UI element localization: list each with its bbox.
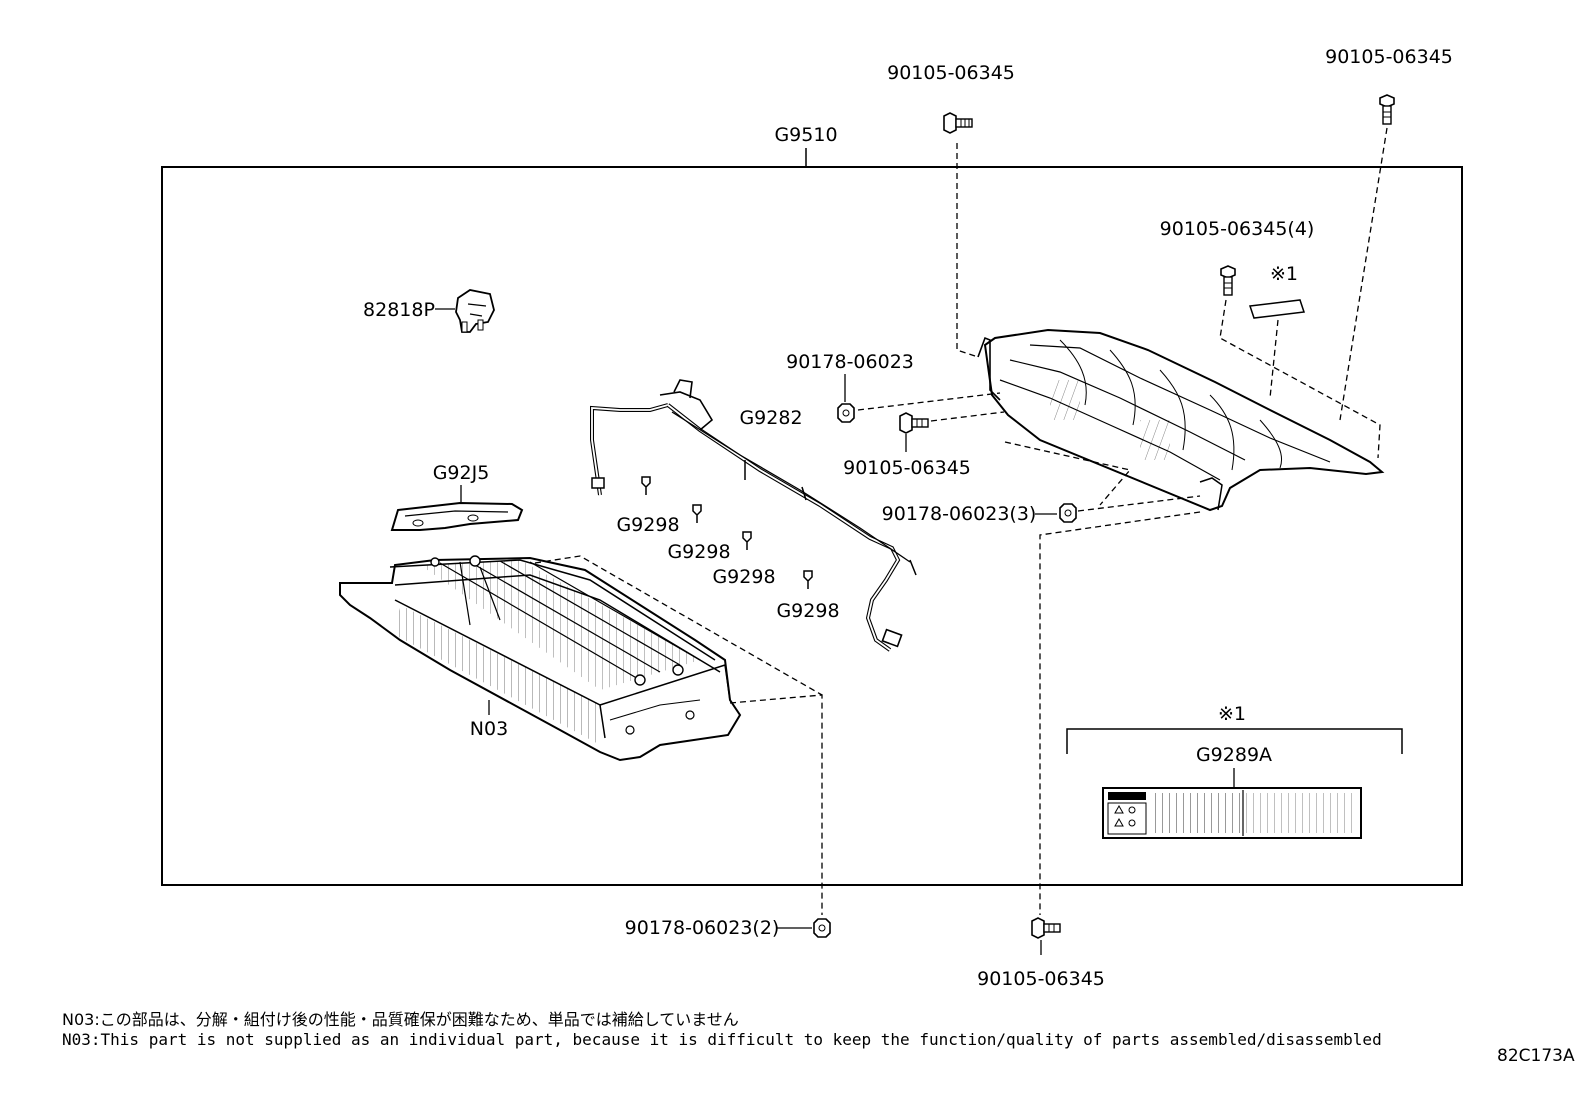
part-label-clamp-2: G9298 (667, 541, 730, 563)
nut-icon (813, 918, 831, 938)
clamp-icon (742, 531, 752, 550)
part-label-battery-module: N03 (470, 718, 508, 740)
dash-line (930, 411, 1005, 422)
dash-line (534, 555, 823, 696)
bolt-icon (899, 412, 929, 434)
assembly-label: G9510 (774, 124, 837, 146)
bolt-icon (943, 112, 973, 134)
cover-part (390, 501, 524, 531)
part-label-label: G9289A (1196, 744, 1272, 766)
dash-line (956, 143, 979, 358)
dash-line (1339, 127, 1388, 421)
part-label-nut-3: 90178-06023(3) (882, 503, 1037, 525)
nut-icon (837, 403, 855, 423)
part-label-clamp-3: G9298 (712, 566, 775, 588)
part-label-nut-mid: 90178-06023 (786, 351, 914, 373)
part-label-bolt-top-center: 90105-06345 (887, 62, 1015, 84)
part-label-bracket: 82818P (363, 299, 435, 321)
part-label-bolt-top-right: 90105-06345 (1325, 46, 1453, 68)
warning-label-icon (1102, 787, 1362, 839)
note-japanese: N03:この部品は、分解・組付け後の性能・品質確保が困難なため、単品では補給して… (62, 1010, 739, 1029)
battery-upper-case (977, 328, 1385, 512)
clamp-icon (692, 504, 702, 523)
diagram-id: 82C173A (1497, 1046, 1575, 1066)
part-label-nut-2: 90178-06023(2) (625, 917, 780, 939)
part-label-bolt-mid: 90105-06345 (843, 457, 971, 479)
sticker-icon (1248, 299, 1306, 319)
label-group-bracket (1066, 728, 1403, 754)
part-label-cover: G92J5 (433, 462, 490, 484)
dash-line (1077, 495, 1201, 512)
wire-harness (590, 379, 917, 652)
dash-line (1269, 319, 1279, 399)
assembly-frame (161, 166, 1463, 886)
note-english: N03:This part is not supplied as an indi… (62, 1030, 1382, 1049)
battery-module (339, 555, 742, 762)
dash-line (857, 392, 1001, 411)
dash-line (1004, 441, 1132, 506)
bracket-icon (455, 289, 495, 333)
label-group-ref: ※1 (1218, 703, 1246, 725)
part-label-bolt-right-4: 90105-06345(4) (1160, 218, 1315, 240)
sticker-ref-top: ※1 (1270, 263, 1298, 285)
part-label-bolt-bottom: 90105-06345 (977, 968, 1105, 990)
nut-icon (1059, 503, 1077, 523)
bolt-icon (1031, 917, 1061, 939)
part-label-harness: G9282 (739, 407, 802, 429)
dash-line (729, 694, 823, 915)
clamp-icon (641, 476, 651, 495)
part-label-clamp-4: G9298 (776, 600, 839, 622)
part-label-clamp-1: G9298 (616, 514, 679, 536)
clamp-icon (803, 570, 813, 589)
bolt-icon (1220, 265, 1236, 296)
bolt-icon (1379, 94, 1395, 125)
dash-line (1039, 511, 1201, 915)
